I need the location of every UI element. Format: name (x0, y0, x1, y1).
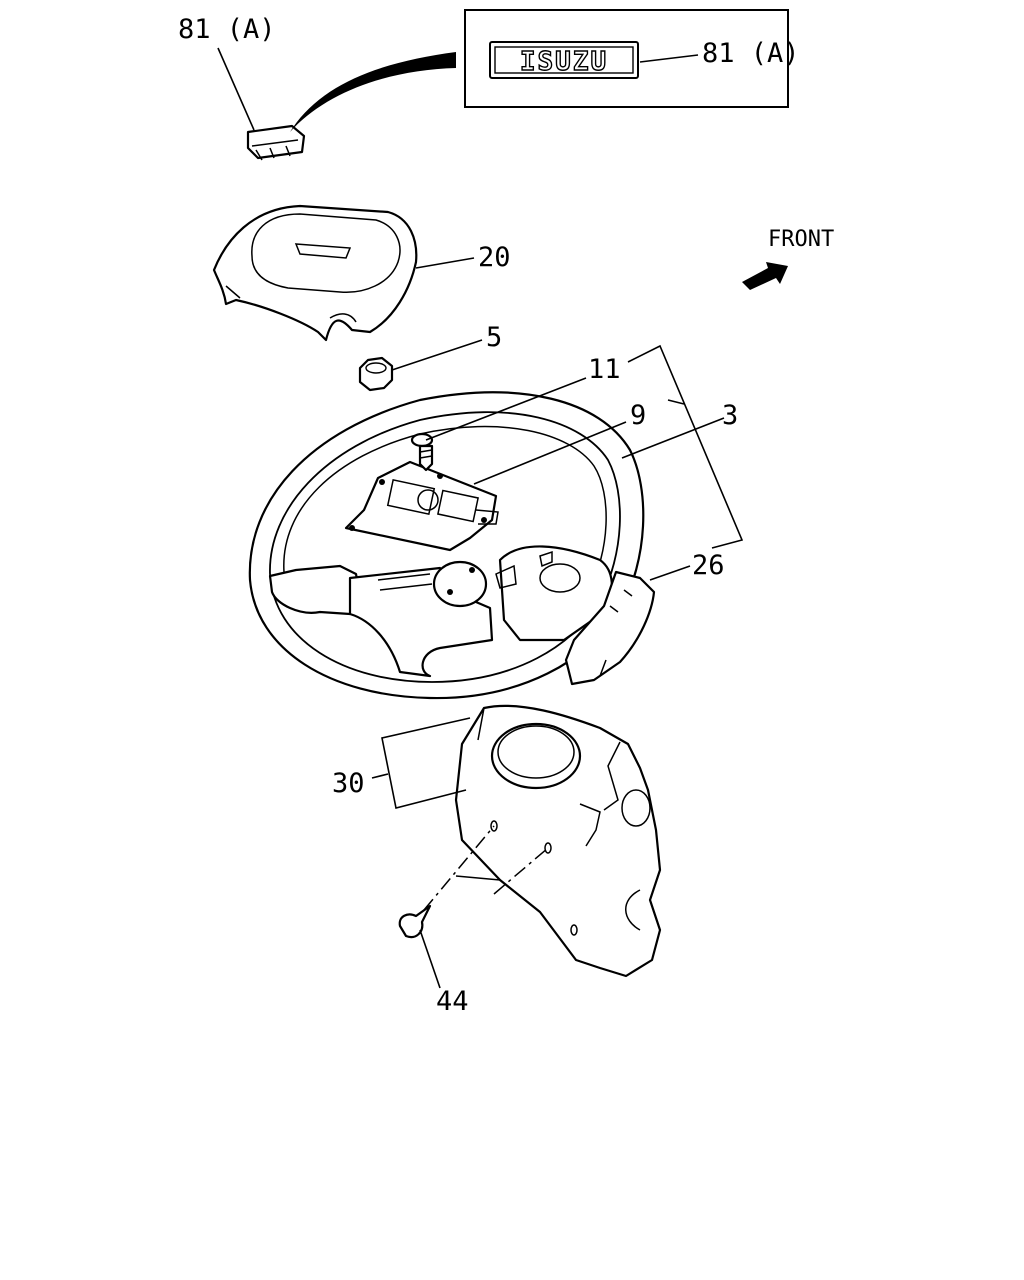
callout-9: 9 (630, 400, 646, 431)
leader-5 (391, 339, 483, 371)
front-label: FRONT (768, 227, 834, 252)
leader-20 (415, 257, 475, 269)
plate-part (344, 460, 499, 552)
callout-20: 20 (478, 242, 511, 273)
leader-81a-top (217, 47, 255, 131)
screw-path-1 (423, 825, 495, 911)
callout-11: 11 (588, 354, 621, 385)
column-cover-part (454, 704, 662, 978)
leader-30 (371, 773, 389, 779)
screw-part (410, 432, 434, 472)
emblem-text: ISUZU (520, 47, 608, 77)
nut-part (358, 356, 394, 392)
callout-30: 30 (332, 768, 365, 799)
bracket-30 (381, 717, 471, 809)
leader-3 (621, 417, 725, 459)
bracket-assembly (627, 344, 744, 549)
emblem-sweep-arrow (290, 52, 456, 132)
arrow-right-icon (742, 262, 788, 290)
tapping-screw-part (398, 904, 432, 939)
leader-26 (649, 565, 691, 581)
callout-3: 3 (722, 400, 738, 431)
callout-44: 44 (436, 986, 469, 1017)
leader-9 (473, 421, 627, 485)
callout-81a-top: 81 (A) (178, 14, 276, 45)
screw-path-2 (493, 847, 549, 895)
callout-5: 5 (486, 322, 502, 353)
leader-81a-box (639, 54, 699, 63)
callout-26: 26 (692, 550, 725, 581)
leader-44 (419, 929, 441, 989)
leader-11 (425, 377, 587, 441)
emblem-clip-part (246, 124, 306, 161)
emblem-plate (489, 41, 639, 79)
cover-part (564, 570, 656, 686)
horn-pad-part (212, 204, 418, 342)
callout-81a-box: 81 (A) (702, 38, 800, 69)
